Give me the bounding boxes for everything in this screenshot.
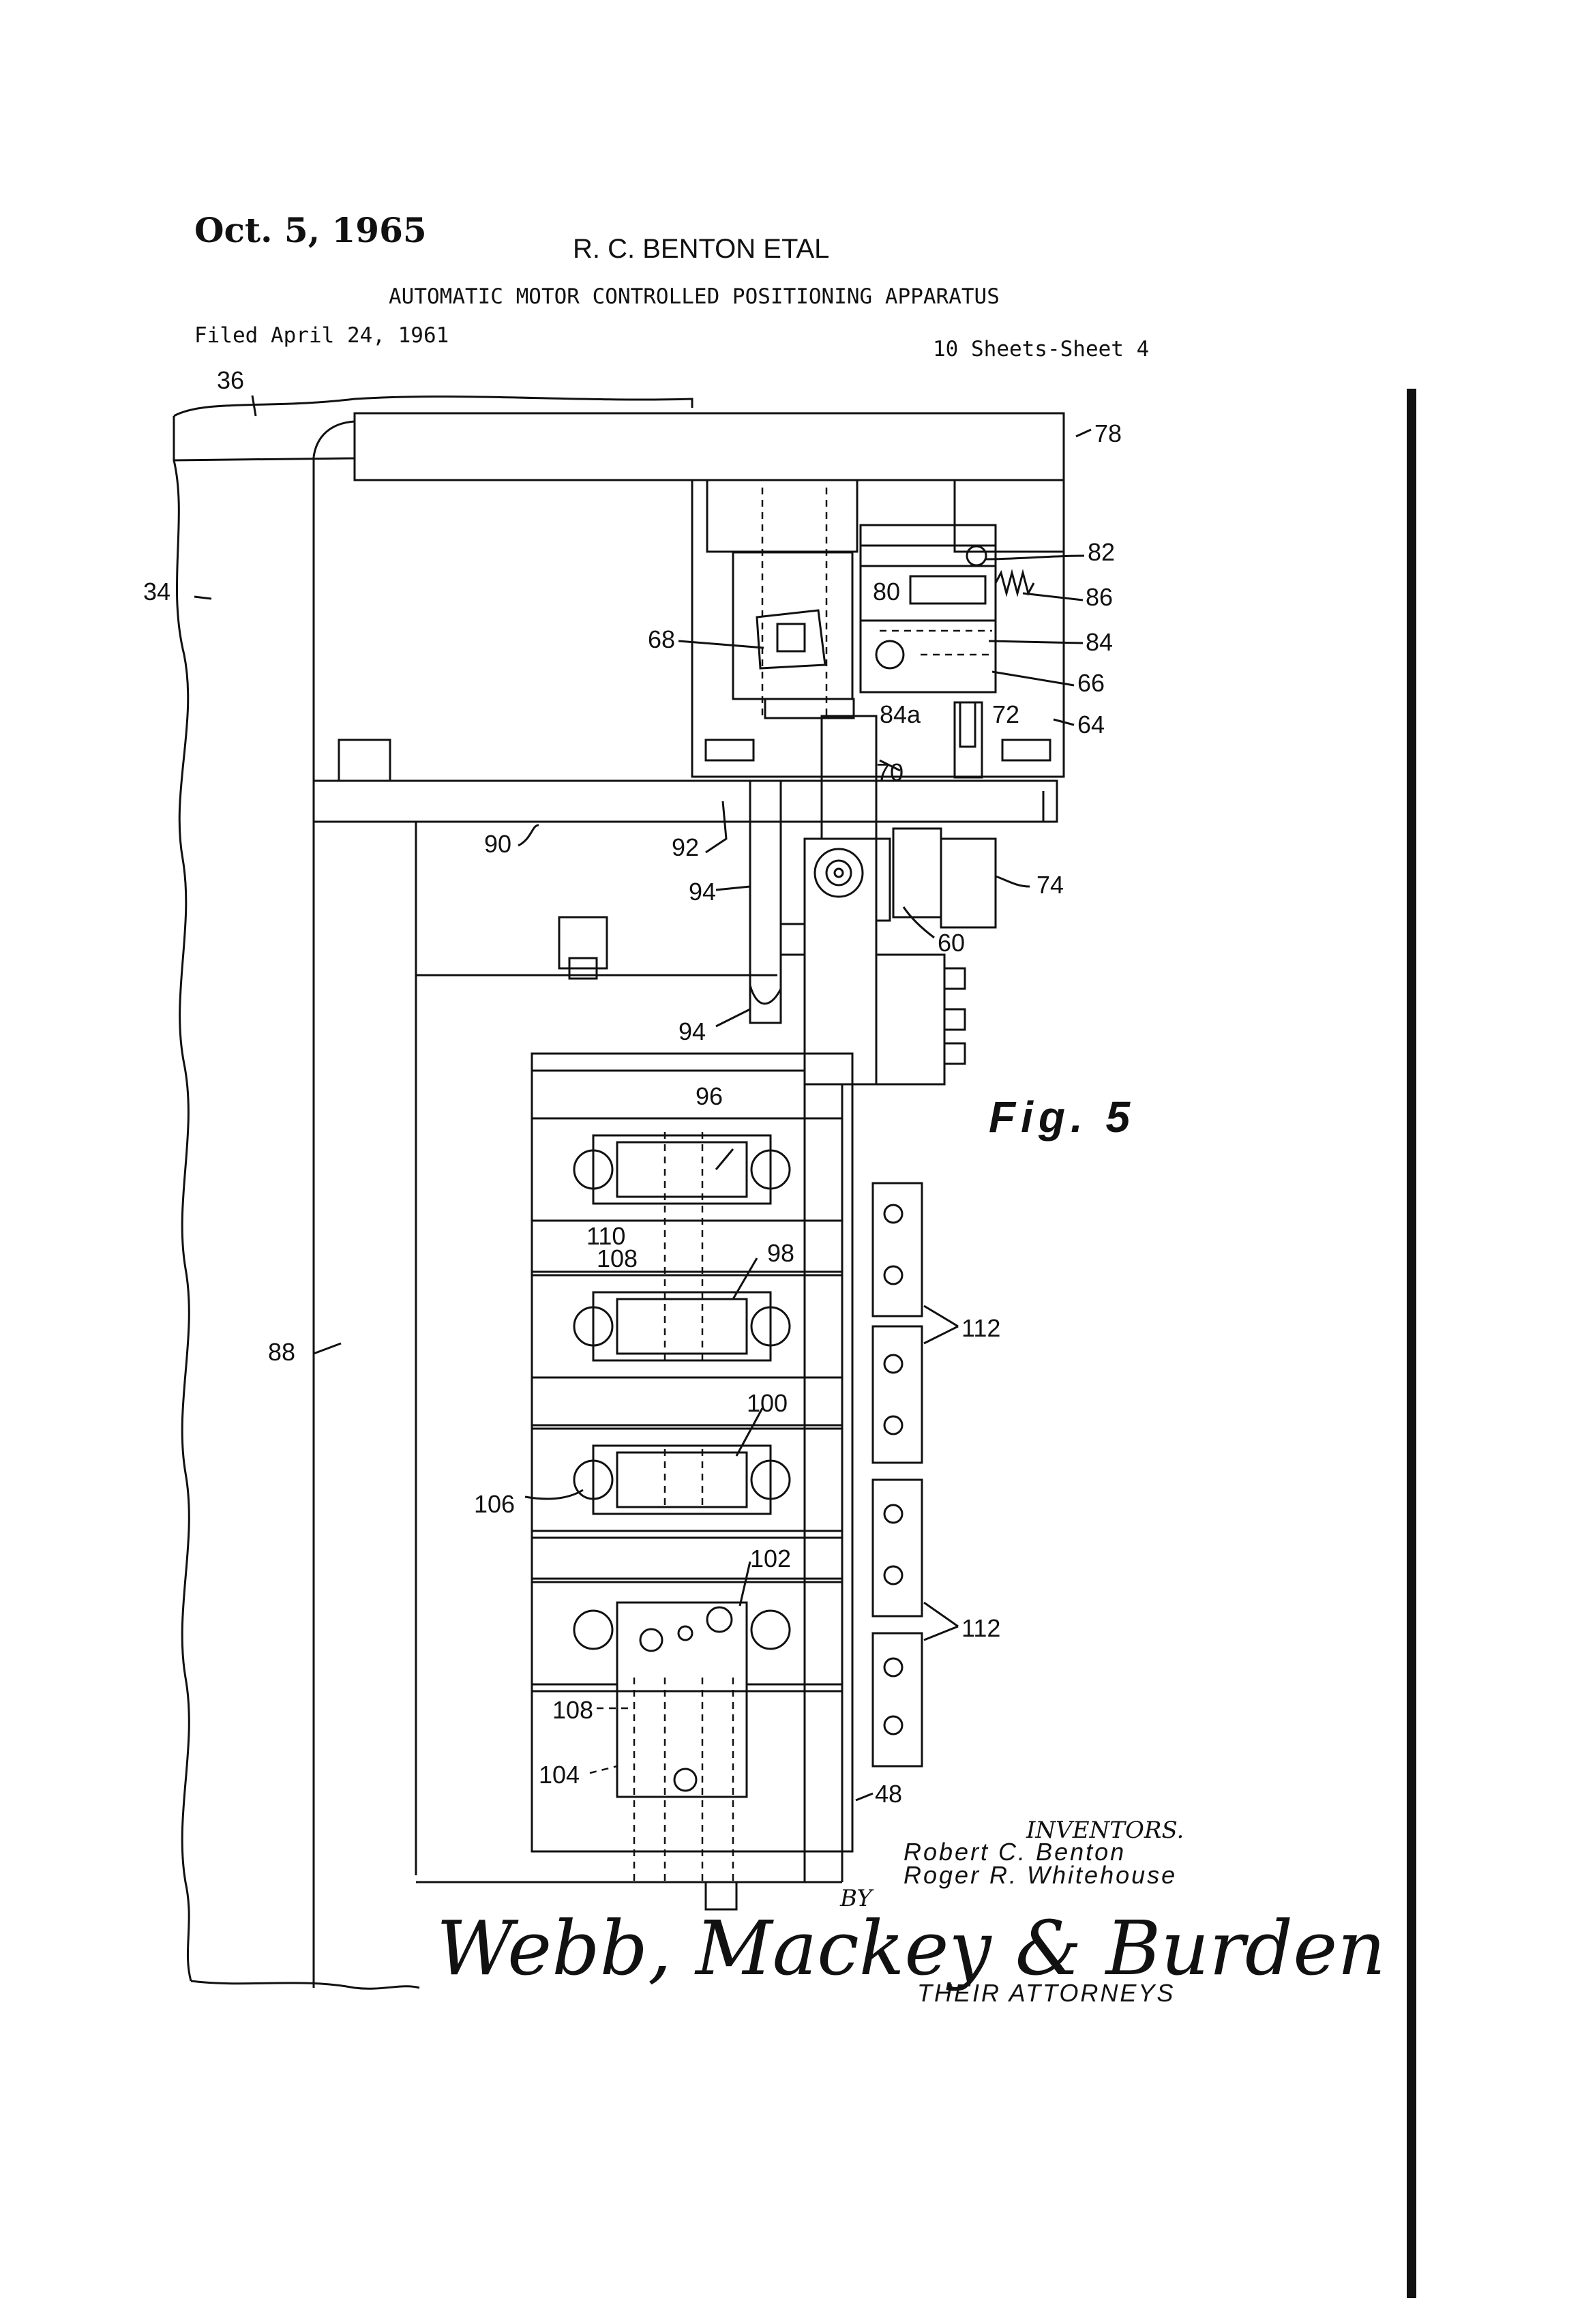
top-beam <box>353 412 1065 481</box>
inventor-short-name: R. C. BENTON ETAL <box>573 234 829 264</box>
filing-date: Filed April 24, 1961 <box>194 323 449 348</box>
switch-stack <box>416 1052 854 1911</box>
ref-94-lower: 94 <box>678 1017 706 1045</box>
ref-72: 72 <box>992 700 1019 728</box>
housing <box>691 479 1065 840</box>
attorneys-label: THEIR ATTORNEYS <box>917 1979 1175 2007</box>
ref-102: 102 <box>750 1545 791 1573</box>
wall-frame <box>173 395 693 1990</box>
ref-84: 84 <box>1086 628 1113 656</box>
inventor-name-1: Robert C. Benton <box>904 1838 1126 1866</box>
drive-bracket <box>749 779 997 1086</box>
ref-60: 60 <box>938 929 965 957</box>
ref-110: 110 <box>586 1222 625 1250</box>
ref-80: 80 <box>873 578 900 606</box>
ref-86: 86 <box>1086 583 1113 611</box>
cross-plate <box>312 739 1058 1875</box>
terminal-blocks <box>871 1182 923 1768</box>
ref-92: 92 <box>672 833 699 861</box>
ref-96: 96 <box>696 1082 723 1110</box>
ref-48: 48 <box>875 1780 902 1808</box>
ref-88: 88 <box>268 1338 295 1366</box>
page-edge-bar <box>1407 389 1416 2298</box>
ref-34: 34 <box>143 578 170 606</box>
ref-74: 74 <box>1036 871 1064 899</box>
ref-68: 68 <box>648 625 675 653</box>
ref-64: 64 <box>1077 711 1105 739</box>
ref-112-lower: 112 <box>961 1614 1000 1642</box>
ref-106: 106 <box>474 1490 515 1518</box>
inventor-name-2: Roger R. Whitehouse <box>904 1861 1177 1889</box>
attorney-signature: Webb, Mackey & Burden <box>436 1905 1386 1992</box>
ref-84a: 84a <box>880 700 921 728</box>
ref-78: 78 <box>1094 419 1122 447</box>
inventors-heading: INVENTORS. <box>1026 1817 1184 1844</box>
ref-94-upper: 94 <box>689 878 716 906</box>
ref-66: 66 <box>1077 669 1105 697</box>
ref-112-upper: 112 <box>961 1314 1000 1342</box>
leader-lines <box>194 395 1092 1802</box>
patent-date: Oct. 5, 1965 <box>194 210 427 250</box>
by-label: BY <box>839 1885 874 1912</box>
ref-104: 104 <box>539 1761 580 1789</box>
ref-98: 98 <box>767 1239 794 1267</box>
figure-label: Fig. 5 <box>989 1092 1135 1142</box>
ref-100: 100 <box>747 1389 788 1417</box>
ref-82: 82 <box>1088 538 1115 566</box>
ref-70: 70 <box>876 758 904 786</box>
ref-108-upper: 108 <box>597 1245 638 1272</box>
ref-90: 90 <box>484 830 511 858</box>
ref-36: 36 <box>217 366 244 394</box>
patent-title: AUTOMATIC MOTOR CONTROLLED POSITIONING A… <box>389 284 1000 309</box>
sheet-count: 10 Sheets-Sheet 4 <box>933 337 1149 361</box>
ref-108-lower: 108 <box>552 1696 593 1724</box>
